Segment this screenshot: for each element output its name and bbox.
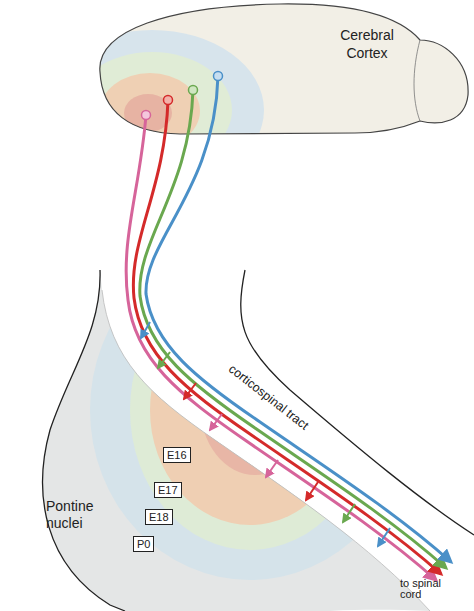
collateral-arrow — [343, 504, 355, 522]
age-label: E18 — [149, 510, 169, 524]
zone-middle — [130, 270, 370, 550]
collateral-arrow — [184, 383, 196, 399]
region-label: Cerebral Cortex — [327, 26, 407, 62]
stage-label-box: E17 — [154, 482, 182, 498]
tract-border — [102, 290, 430, 611]
collateral-arrow — [266, 460, 278, 477]
stage-label-box: E18 — [145, 509, 173, 525]
zone-outer — [90, 240, 410, 580]
nucleus-region: Pontine nuclei E16E17E18P0 — [30, 290, 350, 611]
direction-label: to spinal cord — [400, 578, 442, 600]
pons-zones — [90, 240, 410, 580]
zone-outer — [40, 30, 264, 190]
age-label: E16 — [167, 448, 187, 462]
stage-label-box: P0 — [133, 536, 154, 552]
stage-label-box: E16 — [163, 447, 191, 463]
neuron-soma — [214, 72, 223, 81]
collateral-arrow — [141, 322, 150, 338]
region-label: Pontine nuclei — [46, 498, 108, 532]
brain-outline — [100, 4, 468, 134]
neuron-soma — [164, 96, 173, 105]
zone-middle — [72, 52, 232, 168]
collateral-arrow — [210, 414, 222, 430]
neuron-soma — [142, 111, 151, 120]
collateral-arrow — [158, 352, 170, 368]
age-label: P0 — [137, 537, 150, 551]
cerebellum-border — [414, 40, 420, 121]
cortex-zones — [40, 30, 264, 190]
brain-region: Cerebral Cortex — [95, 0, 473, 136]
hindbrain-outline — [43, 270, 125, 611]
collateral-arrow — [378, 528, 390, 546]
collateral-arrow — [306, 482, 318, 500]
axon — [146, 76, 451, 562]
neuron-soma — [189, 86, 198, 95]
axon — [140, 90, 446, 568]
age-label: E17 — [158, 483, 178, 497]
